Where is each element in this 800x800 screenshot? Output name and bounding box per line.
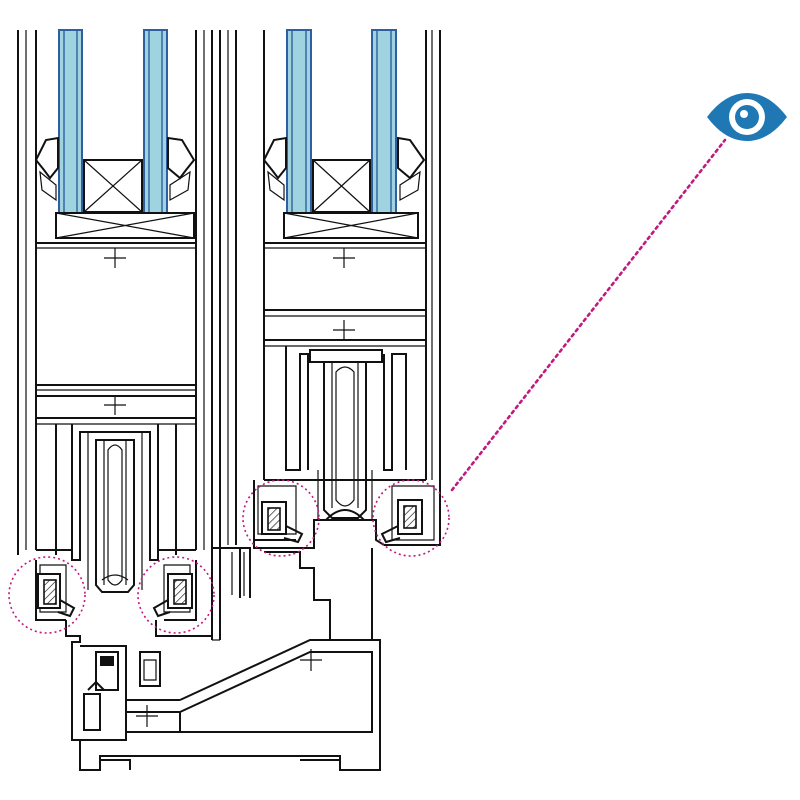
seal-brush [403, 505, 417, 529]
sightline [450, 138, 727, 492]
left-sash [17, 29, 213, 640]
right-gasket-inner [397, 136, 426, 180]
seal-zone-left-inner [137, 556, 215, 634]
seal-zone-right-outer [242, 479, 320, 557]
left-glass-pane-outer [58, 29, 83, 214]
seal-brush [267, 507, 281, 531]
right-roller-wheel [323, 361, 367, 519]
left-gasket-inner [167, 136, 196, 180]
left-sash-seals [37, 573, 193, 618]
left-roller-wheel [95, 439, 135, 593]
highlight-zones [8, 138, 727, 634]
frame-sill [65, 509, 385, 771]
seal-zone-left-outer [8, 556, 86, 634]
left-gasket-outer [34, 136, 59, 180]
right-glass-pane-outer [286, 29, 312, 214]
seal-brush [43, 579, 57, 605]
right-glass-pane-inner [371, 29, 397, 214]
seal-zone-right-inner [372, 479, 450, 557]
right-gasket-outer [262, 136, 287, 180]
seal-brush [173, 579, 187, 605]
right-sash-seals [261, 499, 423, 544]
eye-icon [707, 93, 787, 141]
left-glass-pane-inner [143, 29, 168, 214]
right-sash [219, 29, 441, 640]
